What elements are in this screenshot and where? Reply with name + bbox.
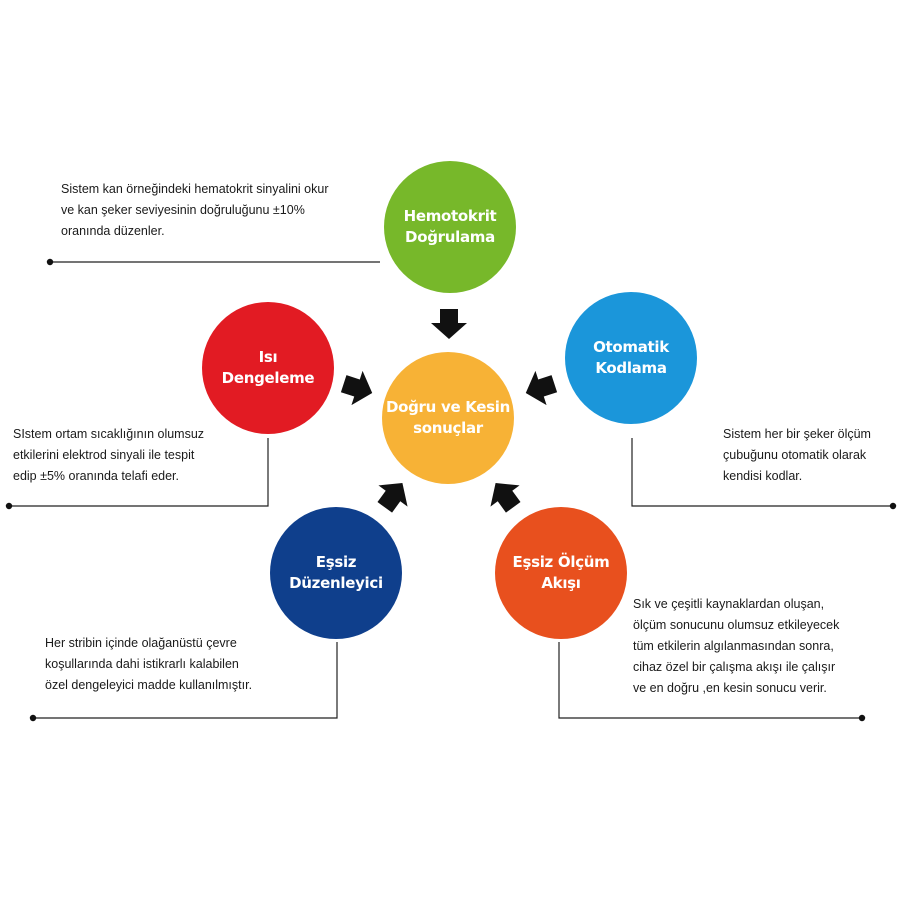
node-auto-coding-label: Otomatik Kodlama — [593, 338, 669, 377]
center-node: Doğru ve Kesin sonuçlar — [382, 352, 514, 484]
arrow-icon-from-hematocrit — [431, 309, 467, 339]
leader-dot-hematocrit — [46, 258, 54, 266]
node-heat: Isı Dengeleme — [202, 302, 334, 434]
description-auto-coding: Sistem her bir şeker ölçüm çubuğunu otom… — [723, 427, 871, 483]
description-hematocrit: Sistem kan örneğindeki hematokrit sinyal… — [61, 182, 329, 238]
leader-line-flow — [558, 642, 866, 722]
description-regulator: Her stribin içinde olağanüstü çevre koşu… — [45, 636, 253, 692]
node-hematocrit-label: Hemotokrit Doğrulama — [403, 207, 497, 246]
description-heat: SIstem ortam sıcaklığının olumsuz etkile… — [13, 427, 205, 483]
node-auto-coding: Otomatik Kodlama — [565, 292, 697, 424]
arrow-icon-from-regulator — [377, 483, 408, 513]
node-heat-label: Isı Dengeleme — [221, 348, 315, 387]
leader-line-auto-coding — [631, 438, 897, 510]
node-flow: Eşsiz Ölçüm Akışı — [495, 507, 627, 639]
arrow-icon-from-flow — [490, 483, 521, 513]
leader-dot-heat — [5, 502, 13, 510]
description-flow: Sık ve çeşitli kaynaklardan oluşan, ölçü… — [633, 597, 840, 695]
arrow-icon-from-heat — [340, 370, 373, 406]
leader-line-heat — [5, 438, 269, 510]
node-flow-label: Eşsiz Ölçüm Akışı — [512, 553, 610, 592]
node-hematocrit: Hemotokrit Doğrulama — [384, 161, 516, 293]
leader-dot-regulator — [29, 714, 37, 722]
node-regulator: Eşsiz Düzenleyici — [270, 507, 402, 639]
node-regulator-label: Eşsiz Düzenleyici — [289, 553, 383, 592]
leader-dot-auto-coding — [889, 502, 897, 510]
leader-line-hematocrit — [46, 258, 380, 266]
leader-line-regulator — [29, 642, 338, 722]
arrow-icon-from-auto-coding — [525, 370, 558, 406]
center-node-label: Doğru ve Kesin sonuçlar — [385, 398, 511, 437]
leader-dot-flow — [858, 714, 866, 722]
